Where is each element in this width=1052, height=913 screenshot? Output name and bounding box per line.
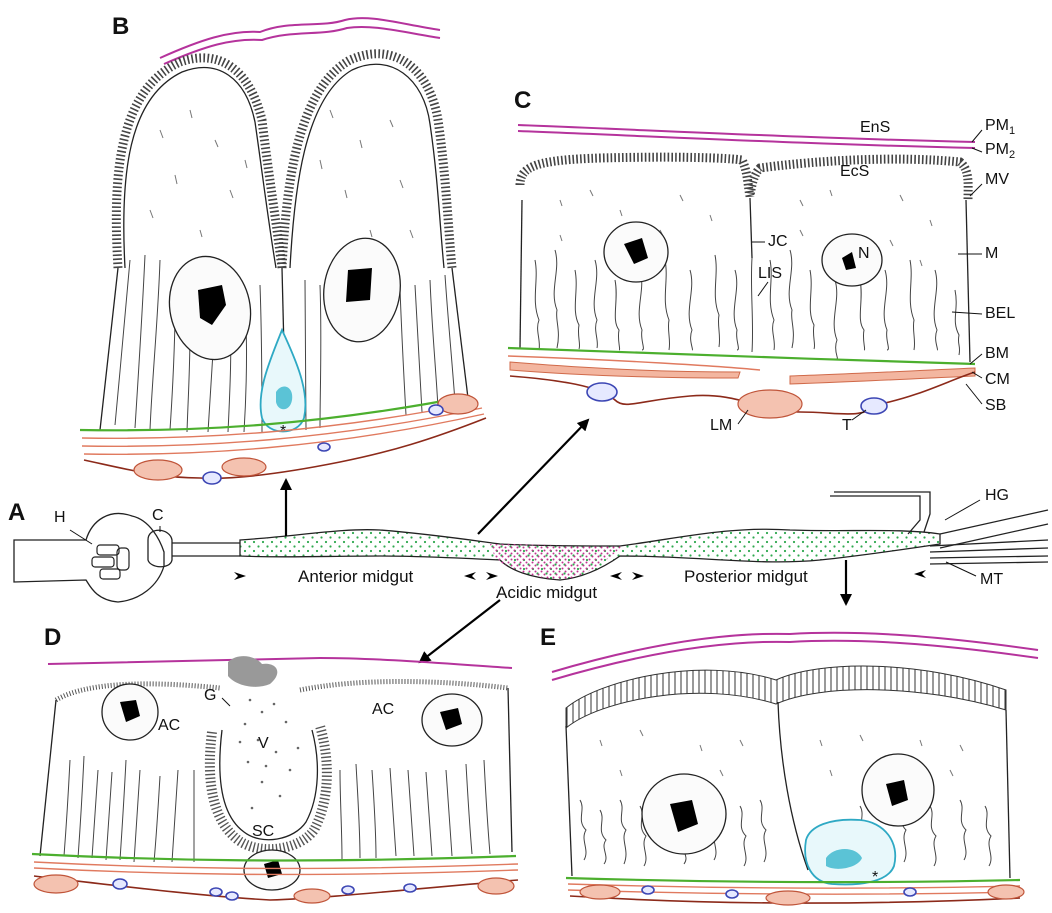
panel-b: * (80, 18, 486, 484)
peritrophic-matrix-d (48, 658, 512, 668)
panel-e: * (552, 633, 1038, 905)
arrow-to-c (478, 420, 588, 534)
panel-a (14, 420, 1048, 662)
stem-cell-b (261, 330, 306, 432)
panel-label-e: E (540, 624, 556, 651)
panel-d (32, 656, 518, 903)
microvilli-b-left (116, 58, 282, 268)
label-t: T (842, 417, 852, 434)
label-ac-right: AC (372, 701, 394, 718)
label-bel: BEL (985, 305, 1015, 322)
longitudinal-muscle-b (134, 460, 182, 480)
label-m: M (985, 245, 998, 262)
panel-label-c: C (514, 87, 531, 114)
label-ac-left: AC (158, 717, 180, 734)
label-posterior-midgut: Posterior midgut (684, 567, 808, 586)
label-sc: SC (252, 823, 274, 840)
label-bm: BM (985, 345, 1009, 362)
label-lis: LIS (758, 265, 782, 282)
trachea-b (203, 472, 221, 484)
peritrophic-matrix-b (160, 18, 440, 58)
trachea-c-right (861, 398, 887, 414)
junctional-complex-c (750, 198, 752, 258)
label-pm2: PM2 (985, 141, 1015, 161)
stem-cell-marker-e: * (872, 869, 878, 886)
peritrophic-matrix-e (552, 633, 1038, 672)
panel-label-a: A (8, 499, 25, 526)
label-ens: EnS (860, 119, 890, 136)
acidic-midgut-region (490, 544, 622, 580)
label-n: N (858, 245, 870, 262)
lumen-particles-d (239, 699, 300, 810)
panel-c (508, 125, 975, 418)
microvilli-b-right (282, 54, 452, 268)
arrow-to-d (420, 600, 500, 662)
basement-membrane-e (566, 878, 1020, 882)
panel-label-d: D (44, 624, 61, 651)
microvilli-d-right (300, 682, 508, 691)
trachea-c-left (587, 383, 617, 401)
lateral-intercellular-space-c (751, 258, 752, 352)
granules-d (228, 656, 277, 687)
label-malpighian-tubules: MT (980, 571, 1003, 588)
basal-labyrinth-c (535, 250, 960, 358)
malpighian-tubules (930, 540, 1048, 564)
label-pm1: PM1 (985, 117, 1015, 137)
label-mv: MV (985, 171, 1009, 188)
head-outline (14, 513, 164, 602)
label-anterior-midgut: Anterior midgut (298, 567, 414, 586)
crop (148, 530, 172, 567)
microvilli-e (566, 666, 1006, 728)
microvilli-c (520, 157, 968, 200)
label-ecs: EcS (840, 163, 869, 180)
label-granules: G (204, 687, 216, 704)
basement-membrane-c (508, 348, 975, 364)
longitudinal-muscle-c (738, 390, 802, 418)
label-crop: C (152, 507, 164, 524)
label-sb: SB (985, 397, 1006, 414)
label-head: H (54, 509, 66, 526)
label-v: V (258, 735, 269, 752)
label-cm: CM (985, 371, 1010, 388)
panel-label-b: B (112, 13, 129, 40)
label-lm: LM (710, 417, 732, 434)
label-acidic-midgut: Acidic midgut (496, 583, 597, 602)
label-jc: JC (768, 233, 788, 250)
label-hindgut: HG (985, 487, 1009, 504)
